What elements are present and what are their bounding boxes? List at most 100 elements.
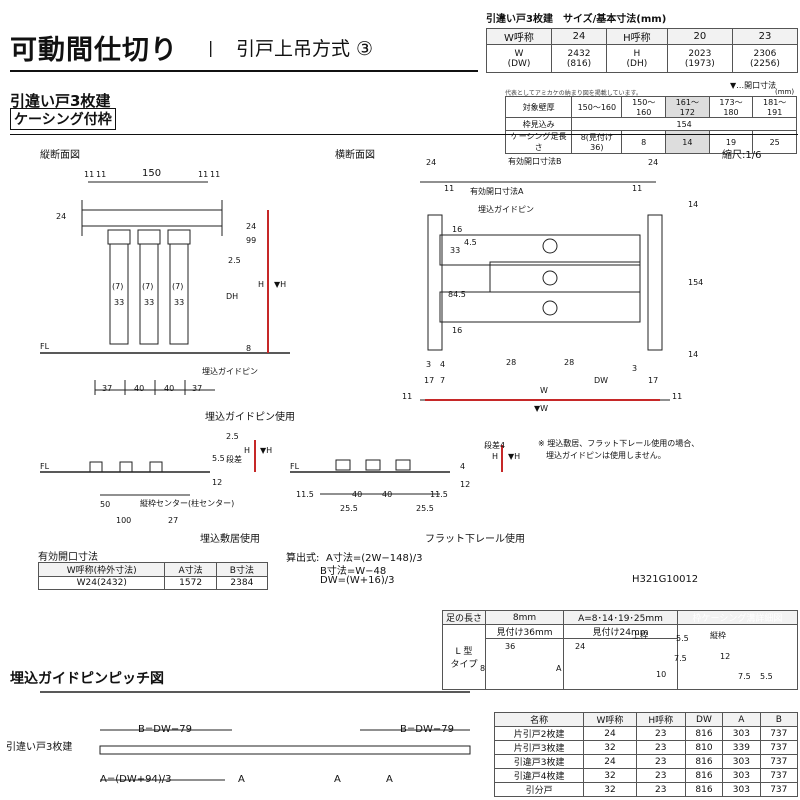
v-dim: 99	[246, 236, 257, 245]
spec-cell: 816	[684, 782, 724, 797]
spec-cell: 32	[583, 768, 637, 783]
h-dim: 33	[450, 246, 461, 255]
h-dim: 11	[672, 392, 683, 401]
page-title: 可動間仕切り	[10, 35, 178, 66]
spec-cell: 303	[722, 782, 761, 797]
drawing-code: H321G10012	[632, 574, 699, 585]
product-name: 引違い戸3枚建	[10, 92, 111, 110]
h-dim: 14	[688, 350, 699, 359]
flat-dim: 40	[352, 490, 363, 499]
casing-cell: 見付け36mm	[484, 623, 565, 640]
sill-dim: FL	[40, 462, 50, 471]
pin-note: ※ 埋込敷居、フラット下レール使用の場合、 埋込ガイドピンは使用しません。	[538, 439, 700, 460]
size-w-val: 2432 (816)	[551, 44, 607, 73]
spec-cell: 303	[722, 726, 761, 741]
h-dim: 7	[440, 376, 446, 385]
v-dim: 11	[198, 170, 209, 179]
h-dim: 有効開口寸法B	[508, 157, 562, 166]
sill-dim: 50	[100, 500, 111, 509]
v-dim: 37	[192, 384, 203, 393]
spec-header: B	[759, 712, 799, 727]
spec-cell: 737	[759, 782, 799, 797]
flat-dim: 25.5	[416, 504, 434, 513]
vertical-section-label: 縦断面図	[40, 150, 80, 161]
casing-header: 枠ケーシング溝詳細図	[676, 610, 799, 625]
h-dim: 埋込ガイドピン	[478, 205, 534, 214]
flat-dim: 4	[460, 462, 466, 471]
opening-table: W呼称(枠外寸法) A寸法 B寸法 W24(2432) 1572 2384	[37, 562, 269, 590]
h-dim: ▼W	[534, 404, 549, 413]
sill-dim: 100	[116, 516, 132, 525]
opening-cell: W24(2432)	[37, 576, 166, 590]
wall-cell: 181～191	[752, 96, 797, 118]
flat-dim: FL	[290, 462, 300, 471]
v-dim: 11	[96, 170, 107, 179]
spec-cell: 737	[759, 740, 799, 755]
v-dim: (7)	[112, 282, 124, 291]
spec-header: A	[722, 712, 761, 727]
h-dim: 24	[426, 158, 437, 167]
flat-dim: 段差4	[484, 441, 506, 450]
h-dim: 11	[632, 184, 643, 193]
spec-cell: 片引戸3枚建	[493, 740, 585, 755]
casing-dim: 24	[575, 642, 586, 651]
spec-cell: 23	[635, 782, 686, 797]
head-frame	[81, 209, 223, 227]
sill-dim: 12	[212, 478, 223, 487]
pin-use-label: 埋込ガイドピン使用	[205, 412, 295, 423]
flat-dim: ▼H	[508, 452, 521, 461]
v-dim: 33	[114, 298, 125, 307]
cutoff-note: 代表としてアミカケの納まり図を掲載しています。	[505, 90, 642, 97]
spec-cell: 32	[583, 782, 637, 797]
spec-cell: 引違戸4枚建	[493, 768, 585, 783]
pitch-a-mark: A	[238, 774, 245, 785]
v-dim: ▼H	[274, 280, 287, 289]
casing-table: 足の長さ 8mm A=8･14･19･25mm 枠ケーシング溝詳細図 L 型 タ…	[442, 610, 799, 690]
guide-pin	[542, 270, 558, 286]
horizontal-section-label: 横断面図	[335, 150, 375, 161]
pin-label: 埋込ガイドピン	[202, 367, 258, 376]
size-table-caption: 引違い戸3枚建 サイズ/基本寸法(mm)	[486, 14, 667, 25]
casing-dim: 36	[505, 642, 516, 651]
sill-label: 埋込敷居使用	[200, 534, 260, 545]
v-dim: 2.5	[228, 256, 241, 265]
flat-dim: 25.5	[340, 504, 358, 513]
casing-header: 8mm	[484, 610, 565, 625]
title-rule	[10, 70, 478, 72]
spec-cell: 339	[722, 740, 761, 755]
v-dim: (7)	[172, 282, 184, 291]
h-dim: 17	[424, 376, 435, 385]
h-dim: 28	[564, 358, 575, 367]
hanger-roller	[167, 229, 191, 245]
v-dim: (7)	[142, 282, 154, 291]
h-dim: 28	[506, 358, 517, 367]
vert-dim: 7.5	[738, 672, 751, 681]
spec-cell: 23	[635, 740, 686, 755]
pitch-row-label: 引違い戸3枚建	[6, 742, 73, 753]
pitch-rail	[99, 745, 471, 755]
opening-note: ▼…開口寸法	[730, 81, 777, 90]
sill-dim: 5.5	[212, 454, 225, 463]
vert-dim: 12	[720, 652, 731, 661]
spec-cell: 816	[684, 768, 724, 783]
opening-cell: 2384	[215, 576, 269, 590]
upper-dim: 10	[656, 670, 667, 679]
opening-cell: 1572	[164, 576, 217, 590]
spec-cell: 303	[722, 768, 761, 783]
h-dim: 16	[452, 225, 463, 234]
spec-header: 名称	[493, 712, 585, 727]
h-dim: 4.5	[464, 238, 477, 247]
door-leaf	[439, 291, 641, 323]
flat-rail-label: フラット下レール使用	[425, 534, 525, 545]
spec-cell: 737	[759, 726, 799, 741]
h-dim: 17	[648, 376, 659, 385]
spec-cell: 816	[684, 754, 724, 769]
v-dim: 40	[134, 384, 145, 393]
h-dim: W	[540, 386, 548, 395]
wall-cell-highlight: 161～172	[665, 96, 710, 118]
casing-profile	[484, 638, 565, 690]
